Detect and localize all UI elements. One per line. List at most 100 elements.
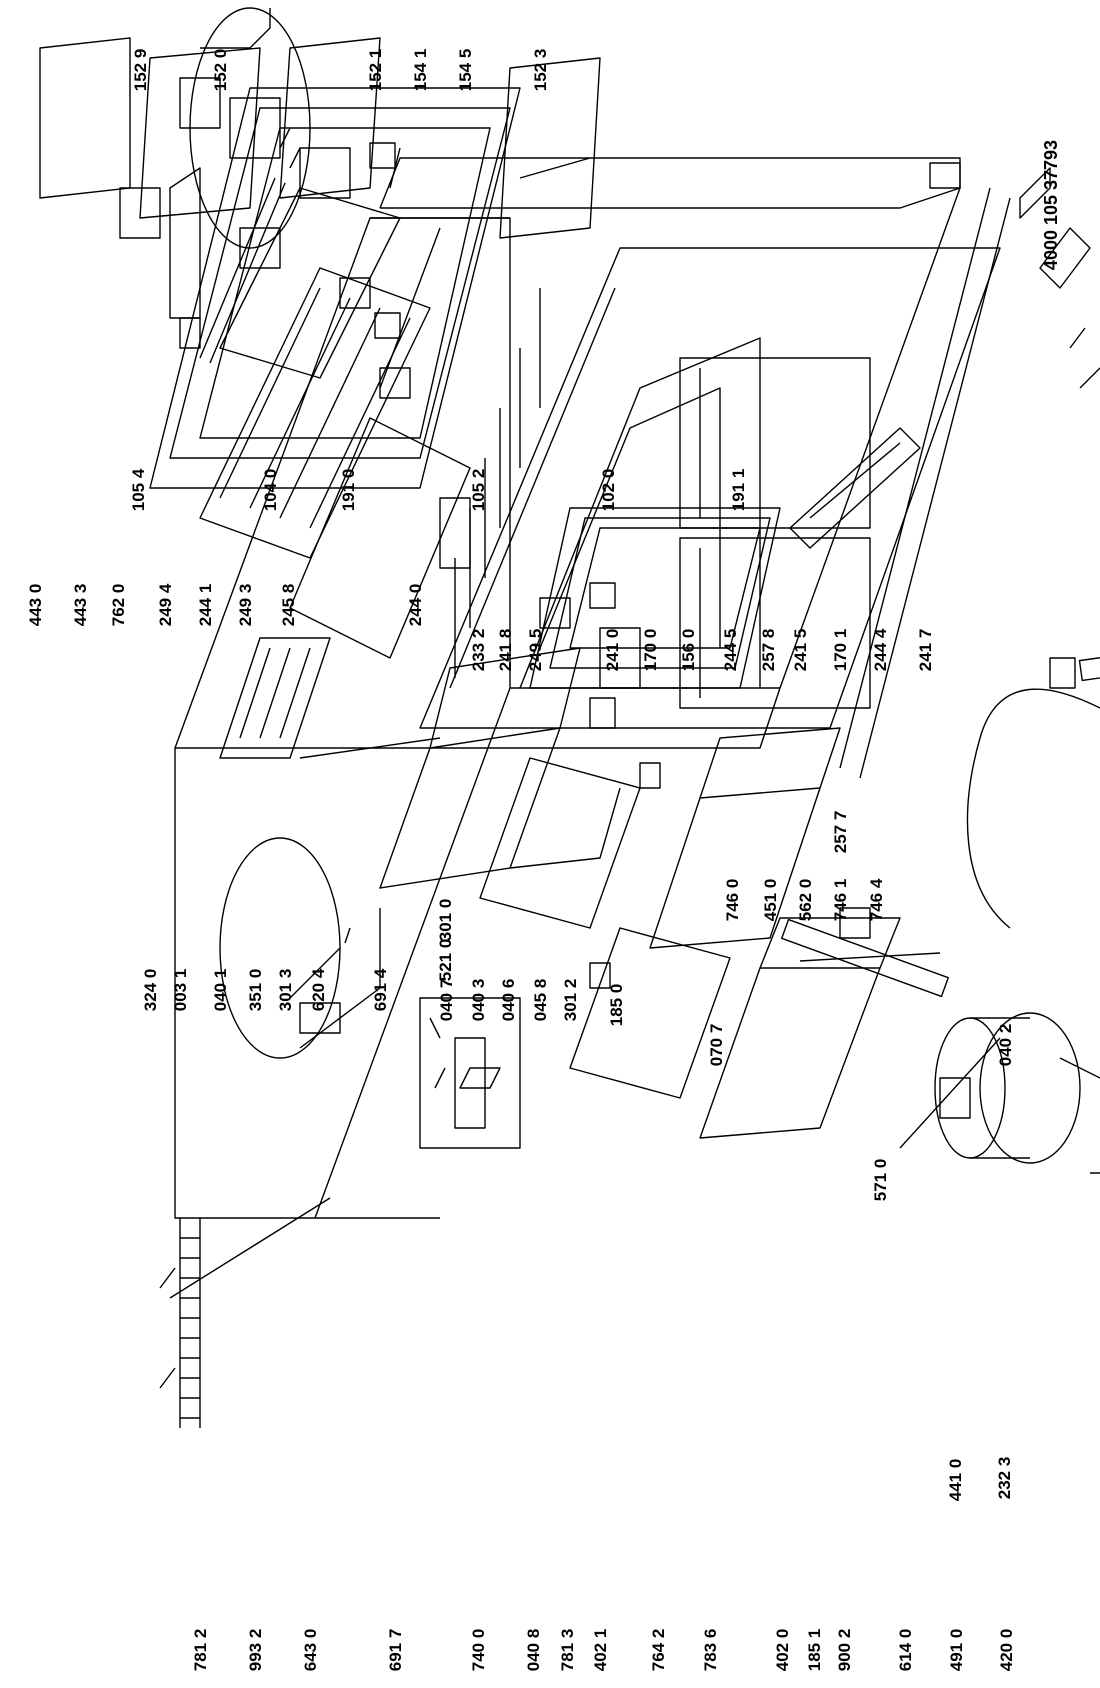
part-label: 420 0 bbox=[997, 1629, 1016, 1672]
control-panel bbox=[420, 998, 520, 1148]
part-label: 249 5 bbox=[526, 629, 545, 672]
part-label: 244 1 bbox=[196, 584, 215, 627]
part-label: 040 6 bbox=[499, 979, 518, 1022]
part-label: 443 3 bbox=[71, 584, 90, 627]
part-label: 301 0 bbox=[436, 899, 455, 942]
part-label: 746 0 bbox=[723, 879, 742, 922]
drain-pipe bbox=[170, 1198, 330, 1298]
part-label: 491 0 bbox=[947, 1629, 966, 1672]
top-hinge bbox=[1020, 168, 1100, 398]
part-label: 232 3 bbox=[995, 1457, 1014, 1500]
part-label: 241 5 bbox=[791, 629, 810, 672]
part-label: 170 0 bbox=[641, 629, 660, 672]
part-label: 643 0 bbox=[301, 1629, 320, 1672]
part-label: 040 1 bbox=[211, 969, 230, 1012]
part-label: 441 0 bbox=[946, 1459, 965, 1502]
connector bbox=[1090, 1158, 1100, 1188]
part-label: 402 0 bbox=[773, 1629, 792, 1672]
part-label: 249 4 bbox=[156, 583, 175, 626]
part-label: 241 0 bbox=[603, 629, 622, 672]
part-label: 900 2 bbox=[835, 1629, 854, 1672]
part-label: 105 2 bbox=[469, 469, 488, 512]
part-label: 185 0 bbox=[607, 984, 626, 1027]
part-label: 070 7 bbox=[707, 1024, 726, 1067]
part-label: 045 8 bbox=[531, 979, 550, 1022]
part-label: 105 4 bbox=[129, 468, 148, 511]
part-label: 301 2 bbox=[561, 979, 580, 1022]
top-cover bbox=[120, 168, 200, 318]
part-label: 244 4 bbox=[871, 628, 890, 671]
part-label: 152 0 bbox=[211, 49, 230, 92]
part-label: 257 7 bbox=[831, 811, 850, 854]
part-label: 762 0 bbox=[109, 584, 128, 627]
part-label: 040 3 bbox=[469, 979, 488, 1022]
part-label: 402 1 bbox=[591, 1629, 610, 1672]
freezer-parts bbox=[180, 8, 900, 1138]
part-label: 691 7 bbox=[386, 1629, 405, 1672]
part-label: 351 0 bbox=[246, 969, 265, 1012]
part-label: 241 7 bbox=[916, 629, 935, 672]
rail bbox=[1079, 636, 1100, 681]
part-label: 191 0 bbox=[339, 469, 358, 512]
part-label: 152 1 bbox=[366, 49, 385, 92]
part-label: 571 0 bbox=[871, 1159, 890, 1202]
part-label: 783 6 bbox=[701, 1629, 720, 1672]
fridge-door bbox=[150, 88, 520, 488]
part-label: 691 4 bbox=[371, 968, 390, 1011]
control-board bbox=[790, 428, 920, 548]
part-label: 562 0 bbox=[796, 879, 815, 922]
small-part-c bbox=[380, 368, 410, 398]
crossbar bbox=[782, 920, 949, 997]
part-label: 003 1 bbox=[171, 969, 190, 1012]
part-label: 620 4 bbox=[309, 968, 328, 1011]
part-label: 040 7 bbox=[437, 979, 456, 1022]
door-seal-strip bbox=[160, 1218, 200, 1428]
small-part-b bbox=[375, 313, 400, 338]
part-label: 154 5 bbox=[456, 49, 475, 92]
part-label: 233 2 bbox=[469, 629, 488, 672]
part-label: 191 1 bbox=[729, 469, 748, 512]
part-label: 301 3 bbox=[276, 969, 295, 1012]
part-label: 746 1 bbox=[831, 879, 850, 922]
part-label: 443 0 bbox=[26, 584, 45, 627]
filter-drier bbox=[1060, 1058, 1100, 1108]
door-balconies bbox=[40, 38, 600, 238]
compressor bbox=[900, 689, 1100, 1163]
part-label: 245 8 bbox=[279, 584, 298, 627]
part-label: 244 5 bbox=[721, 629, 740, 672]
part-label: 993 2 bbox=[246, 1629, 265, 1672]
part-label: 102 0 bbox=[599, 469, 618, 512]
part-label: 451 0 bbox=[761, 879, 780, 922]
part-label: 244 0 bbox=[406, 584, 425, 627]
part-label: 781 2 bbox=[191, 1629, 210, 1672]
part-label: 185 1 bbox=[805, 1629, 824, 1672]
part-label: 040 2 bbox=[996, 1024, 1015, 1067]
document-number: 4000 105 37793 bbox=[1041, 140, 1061, 270]
part-label: 249 3 bbox=[236, 584, 255, 627]
small-part-a bbox=[340, 278, 370, 308]
part-label: 104 0 bbox=[261, 469, 280, 512]
part-label: 257 8 bbox=[759, 629, 778, 672]
freezer-door bbox=[530, 508, 780, 688]
part-labels: 781 2 993 2 643 0 691 7 740 0 040 8 781 3 402 1… bbox=[26, 49, 1016, 1672]
part-label: 154 1 bbox=[411, 49, 430, 92]
part-label: 152 9 bbox=[131, 49, 150, 92]
part-label: 152 3 bbox=[531, 49, 550, 92]
part-label: 324 0 bbox=[141, 969, 160, 1012]
part-label: 764 2 bbox=[649, 1629, 668, 1672]
part-label: 740 0 bbox=[469, 1629, 488, 1672]
foot bbox=[930, 163, 960, 188]
small-part-d bbox=[440, 498, 470, 568]
part-label: 614 0 bbox=[896, 1629, 915, 1672]
part-label: 746 4 bbox=[867, 878, 886, 921]
part-label: 156 0 bbox=[679, 629, 698, 672]
part-label: 040 8 bbox=[524, 1629, 543, 1672]
parts-illustration bbox=[40, 8, 1100, 1515]
part-label: 241 8 bbox=[496, 629, 515, 672]
part-label: 521 0 bbox=[436, 939, 455, 982]
part-label: 170 1 bbox=[831, 629, 850, 672]
control-area bbox=[220, 838, 380, 1058]
part-label: 781 3 bbox=[558, 1629, 577, 1672]
hinge-bottom bbox=[1050, 658, 1075, 688]
